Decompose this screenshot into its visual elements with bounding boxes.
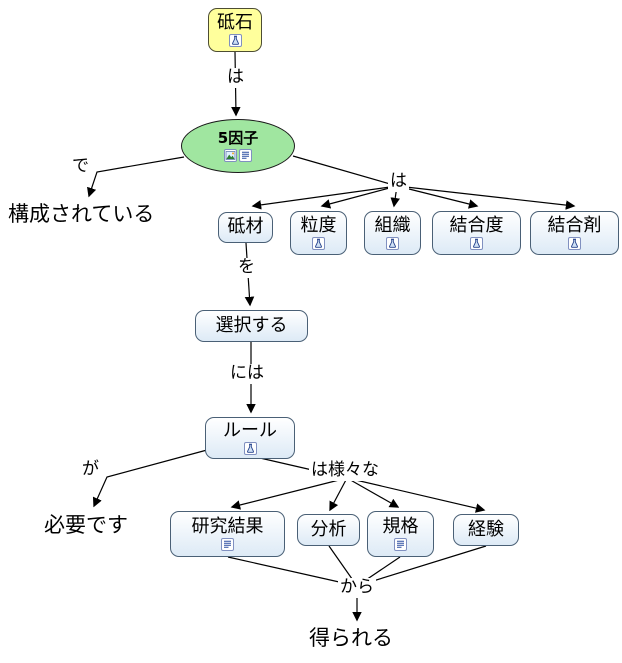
node-label: ルール [223,419,277,441]
link-label-ga[interactable]: が [80,459,101,480]
node-label: 結合度 [449,214,504,236]
edge-wa-to-grain-size [320,185,398,209]
node-analysis[interactable]: 分析 [297,514,360,546]
node-label: 砥石 [217,11,253,33]
edge-five-factors-to-wa [292,155,398,187]
edge-various-to-standards [346,477,400,508]
node-label: 規格 [382,515,419,537]
node-label: 組織 [374,214,411,236]
flask-icon[interactable] [244,442,257,455]
flask-icon[interactable] [229,34,242,47]
edge-various-to-analysis [329,477,348,512]
edge-rule-to-necessary [92,449,208,508]
node-label: 研究結果 [191,515,264,537]
edge-five-factors-to-composed [87,156,185,198]
node-five-factors[interactable]: 5因子 [181,119,295,173]
node-label: 粒度 [300,214,337,236]
node-grain-size[interactable]: 粒度 [290,211,347,255]
flask-icon[interactable] [386,237,399,250]
node-standards[interactable]: 規格 [367,511,434,557]
document-icon[interactable] [221,538,234,551]
node-structure[interactable]: 組織 [364,211,421,255]
node-label: 選択する [215,314,288,336]
flask-icon[interactable] [470,237,483,250]
edge-wa-to-bond-agent [396,185,576,210]
node-label: 経験 [468,518,504,540]
link-label-niwa[interactable]: には [228,363,266,384]
node-necessary[interactable]: 必要です [44,513,128,537]
node-abrasive[interactable]: 砥材 [218,212,273,243]
link-label-wa-various[interactable]: は様々な [309,460,381,481]
node-grindstone[interactable]: 砥石 [208,8,262,52]
edge-wa-to-abrasive [251,185,398,210]
node-bond-grade[interactable]: 結合度 [432,211,521,255]
link-label-wa-right[interactable]: は [388,171,409,192]
node-obtained[interactable]: 得られる [309,626,393,650]
link-label-wa-top[interactable]: は [225,67,246,88]
node-label: 結合剤 [547,214,602,236]
node-research-results[interactable]: 研究結果 [170,511,285,557]
flask-icon[interactable] [312,237,325,250]
node-label: 5因子 [217,129,259,148]
edge-experience-to-kara [356,545,487,587]
edge-various-to-experience [346,477,486,513]
edge-wa-to-bond-grade [396,185,479,209]
node-composed[interactable]: 構成されている [8,202,155,226]
document-icon[interactable] [394,538,407,551]
node-rule[interactable]: ルール [205,417,295,459]
flask-icon[interactable] [568,237,581,250]
node-label: 分析 [310,518,347,540]
document-icon[interactable] [239,149,252,162]
edge-research-to-kara [227,556,358,587]
image-icon[interactable] [224,149,237,162]
link-label-kara[interactable]: から [338,577,376,598]
resource-icons [224,149,252,162]
edge-various-to-research [230,477,348,510]
link-label-de[interactable]: で [70,156,91,177]
node-select[interactable]: 選択する [195,310,308,342]
node-label: 砥材 [227,216,264,238]
node-bond-agent[interactable]: 結合剤 [530,211,619,255]
link-label-wo[interactable]: を [236,257,257,278]
node-experience[interactable]: 経験 [453,514,519,546]
